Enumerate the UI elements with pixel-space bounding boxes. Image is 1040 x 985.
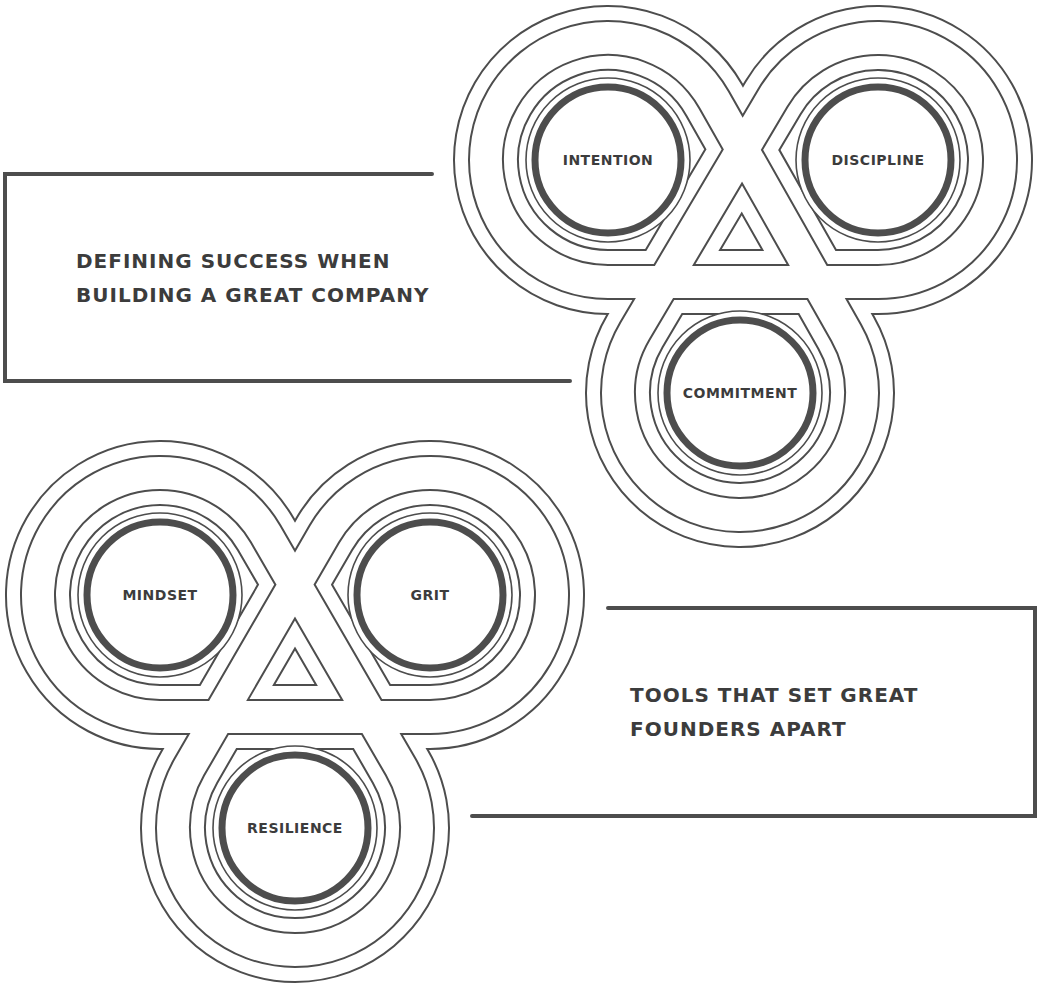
outer-ring xyxy=(658,311,822,475)
band-stroke xyxy=(38,473,552,950)
circle-label: MINDSET xyxy=(122,587,197,603)
value-circle: RESILIENCE xyxy=(210,743,380,913)
circle-label: INTENTION xyxy=(563,152,654,168)
thick-ring xyxy=(535,87,681,233)
thick-ring xyxy=(87,522,233,668)
outer-ring xyxy=(348,513,512,677)
heading-text: DEFINING SUCCESS WHEN BUILDING A GREAT C… xyxy=(76,244,456,312)
outer-ring xyxy=(78,513,242,677)
band-stroke xyxy=(38,473,552,950)
bracket-box: TOOLS THAT SET GREAT FOUNDERS APART xyxy=(472,606,1037,818)
thick-ring xyxy=(667,320,813,466)
thick-ring xyxy=(805,87,951,233)
bracket-box: DEFINING SUCCESS WHEN BUILDING A GREAT C… xyxy=(3,172,570,383)
thick-ring xyxy=(222,755,368,901)
circle-label: GRIT xyxy=(410,587,449,603)
value-circle: DISCIPLINE xyxy=(793,75,963,245)
outer-ring xyxy=(213,746,377,910)
value-circle: MINDSET xyxy=(75,510,245,680)
bracket-line xyxy=(5,174,570,381)
bracket-line xyxy=(472,608,1035,816)
circle-label: DISCIPLINE xyxy=(831,152,924,168)
trefoil-band xyxy=(486,38,1000,515)
band-stroke xyxy=(38,473,552,950)
band-stroke xyxy=(486,38,1000,515)
band-stroke xyxy=(486,38,1000,515)
outer-ring xyxy=(796,78,960,242)
bracket-outline xyxy=(472,606,1037,818)
band-stroke xyxy=(38,473,552,950)
circle-label: RESILIENCE xyxy=(247,820,343,836)
value-circle: INTENTION xyxy=(523,75,693,245)
outer-ring xyxy=(526,78,690,242)
value-circle: COMMITMENT xyxy=(655,308,825,478)
band-stroke xyxy=(486,38,1000,515)
bracket-outline xyxy=(3,172,570,383)
value-circle: GRIT xyxy=(345,510,515,680)
band-stroke xyxy=(486,38,1000,515)
trefoil-band xyxy=(38,473,552,950)
circle-label: COMMITMENT xyxy=(683,385,798,401)
thick-ring xyxy=(357,522,503,668)
heading-text: TOOLS THAT SET GREAT FOUNDERS APART xyxy=(630,678,1010,746)
